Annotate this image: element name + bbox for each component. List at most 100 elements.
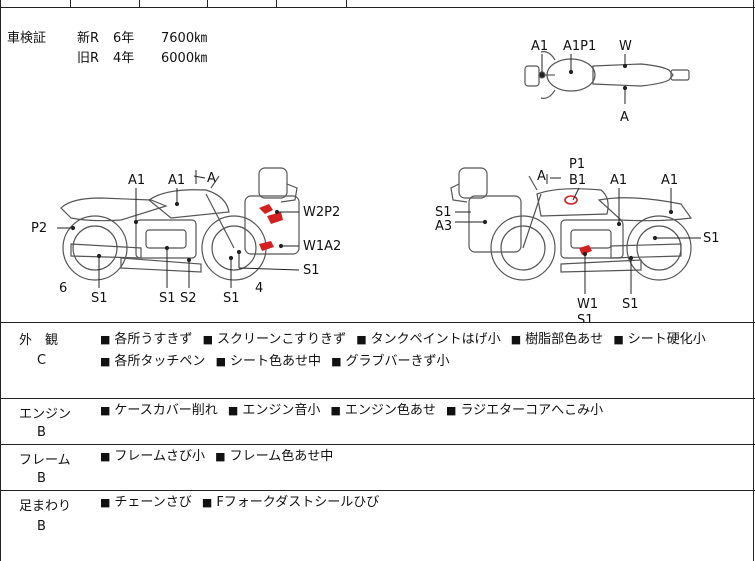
square-bullet-icon: ■ [215, 355, 226, 368]
divider [70, 0, 71, 8]
label-s1: S1 [223, 291, 240, 306]
list-item: ■タンクペイントはげ小 [356, 332, 500, 347]
section-items: ■チェーンさび ■Fフォークダストシールひび [100, 492, 750, 514]
divider [346, 0, 347, 8]
left-view-damage [259, 204, 283, 251]
shaken-kind: 旧R [77, 51, 100, 66]
square-bullet-icon: ■ [613, 333, 624, 346]
item-text: 樹脂部色あせ [525, 332, 604, 347]
list-item: ■グラブバーきず小 [331, 354, 449, 369]
list-item: ■フレームさび小 [100, 449, 205, 464]
shaken-row: 新R 6年 7600㎞ [77, 29, 247, 49]
square-bullet-icon: ■ [100, 450, 111, 463]
list-item: ■ラジエターコアへこみ小 [446, 403, 603, 418]
label-a1: A1 [531, 39, 548, 54]
list-item: ■スクリーンこすりきず [203, 332, 347, 347]
shaken-kind: 新R [77, 31, 100, 46]
item-text: 各所うすきず [114, 332, 193, 347]
label-w: W [619, 39, 632, 54]
square-bullet-icon: ■ [215, 450, 226, 463]
section-grade: C [37, 353, 47, 368]
label-4: 4 [255, 281, 263, 296]
square-bullet-icon: ■ [100, 333, 111, 346]
square-bullet-icon: ■ [331, 355, 342, 368]
label-w2p2: W2P2 [303, 205, 340, 220]
label-s1: S1 [435, 205, 452, 220]
square-bullet-icon: ■ [510, 333, 522, 346]
square-bullet-icon: ■ [100, 355, 111, 368]
section-title: フレーム [19, 453, 71, 468]
left-view-bike [60, 167, 300, 281]
shaken-km: 7600㎞ [161, 31, 208, 46]
shaken-years: 4年 [113, 51, 135, 66]
section-title: エンジン [19, 407, 72, 422]
right-view-damage [564, 195, 592, 255]
label-a: A [207, 171, 216, 186]
section-items: ■ケースカバー削れ ■エンジン音小 ■エンジン色あせ ■ラジエターコアへこみ小 [100, 400, 750, 422]
shaken-km: 6000㎞ [161, 51, 208, 66]
section-items: ■フレームさび小 ■フレーム色あせ中 [100, 446, 750, 468]
right-view-leaders [455, 174, 701, 294]
square-bullet-icon: ■ [202, 333, 213, 346]
label-a1: A1 [610, 173, 627, 188]
section-frame: フレーム B ■フレームさび小 ■フレーム色あせ中 [1, 444, 755, 490]
item-text: タンクペイントはげ小 [370, 332, 501, 347]
list-item: ■各所タッチペン [100, 354, 205, 369]
square-bullet-icon: ■ [446, 404, 457, 417]
item-text: シート硬化小 [627, 332, 706, 347]
section-grade: B [37, 425, 46, 440]
label-s1: S1 [577, 313, 594, 322]
label-a1: A1 [168, 173, 185, 188]
square-bullet-icon: ■ [227, 404, 239, 417]
label-w1a2: W1A2 [303, 239, 341, 254]
section-grade: B [37, 519, 46, 534]
list-item: ■シート色あせ中 [216, 354, 321, 369]
list-item: ■エンジン色あせ [330, 403, 435, 418]
square-bullet-icon: ■ [100, 496, 111, 509]
section-engine: エンジン B ■ケースカバー削れ ■エンジン音小 ■エンジン色あせ ■ラジエター… [1, 398, 755, 444]
item-text: フレームさび小 [114, 449, 206, 464]
item-text: 各所タッチペン [114, 354, 206, 369]
motorcycle-diagrams: A1 A1P1 W A [31, 39, 720, 322]
list-item: ■ケースカバー削れ [100, 403, 218, 418]
shaken-years: 6年 [113, 31, 135, 46]
label-s1: S1 [303, 263, 320, 278]
list-item: ■樹脂部色あせ [511, 332, 603, 347]
label-p1: P1 [569, 157, 585, 172]
right-view-bike [450, 167, 693, 281]
top-table-strip [1, 0, 755, 8]
item-text: グラブバーきず小 [345, 354, 450, 369]
label-b1: B1 [569, 173, 586, 188]
square-bullet-icon: ■ [356, 333, 367, 346]
shaken-label: 車検証 [7, 31, 47, 46]
section-grade: B [37, 471, 46, 486]
label-s1: S1 [622, 297, 639, 312]
list-item: ■エンジン音小 [228, 403, 320, 418]
item-text: チェーンさび [114, 495, 192, 510]
divider [207, 0, 208, 8]
item-text: Fフォークダストシールひび [216, 495, 380, 510]
item-text: ケースカバー削れ [114, 403, 218, 418]
section-exterior: 外 観 C ■各所うすきず ■スクリーンこすりきず ■タンクペイントはげ小 ■樹… [1, 322, 755, 398]
left-view-leaders [57, 170, 300, 288]
list-item: ■Fフォークダストシールひび [202, 495, 379, 510]
label-w1: W1 [577, 297, 598, 312]
label-a1: A1 [128, 173, 145, 188]
label-s2: S2 [180, 291, 197, 306]
item-text: エンジン色あせ [344, 403, 436, 418]
damage-diagram-area: 車検証 新R 6年 7600㎞ 旧R 4年 6000㎞ [1, 8, 755, 322]
list-item: ■チェーンさび [100, 495, 192, 510]
section-title: 足まわり [19, 499, 72, 514]
top-view-leaders [539, 54, 628, 104]
label-a: A [620, 110, 629, 125]
square-bullet-icon: ■ [100, 404, 111, 417]
label-a3: A3 [435, 219, 452, 234]
list-item: ■フレーム色あせ中 [215, 449, 333, 464]
shaken-row: 旧R 4年 6000㎞ [77, 49, 247, 69]
divider [276, 0, 277, 8]
label-s1: S1 [159, 291, 176, 306]
top-view-bike [524, 51, 690, 99]
item-text: エンジン音小 [242, 403, 321, 418]
square-bullet-icon: ■ [201, 496, 213, 509]
item-text: シート色あせ中 [229, 354, 321, 369]
